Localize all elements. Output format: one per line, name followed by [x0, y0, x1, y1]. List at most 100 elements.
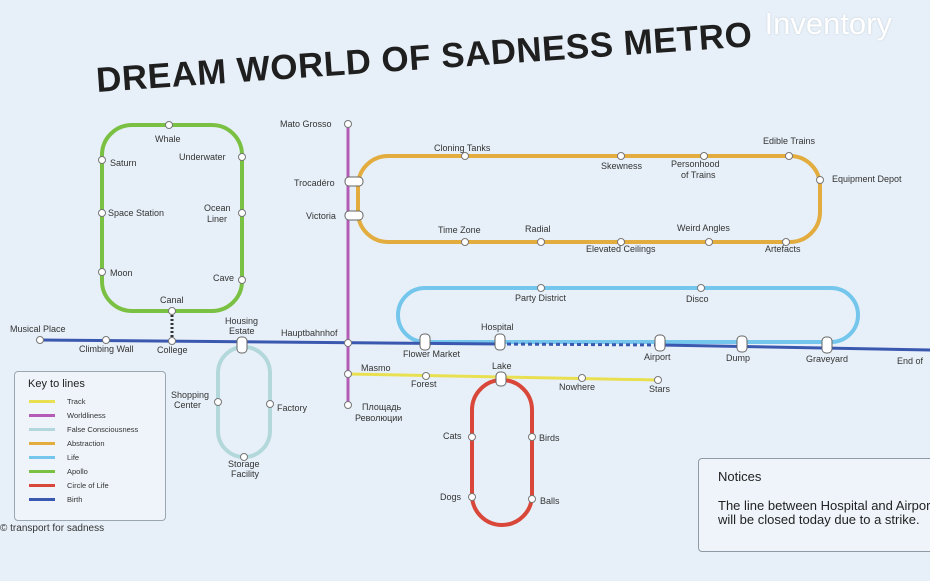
legend-label: Circle of Life — [67, 480, 109, 490]
credit-text: © transport for sadness — [0, 523, 105, 534]
station-time-zone: Time Zone — [438, 225, 481, 235]
station-dogs: Dogs — [440, 492, 462, 502]
station-dot-ocean-liner — [238, 209, 246, 217]
station-dot-storage-facility — [240, 453, 248, 461]
station-skewness: Skewness — [601, 161, 643, 171]
station-dot-college — [168, 337, 176, 345]
station-whale: Whale — [155, 134, 181, 144]
interchange-hospital — [494, 333, 506, 351]
station-dot-elevated-ceilings — [617, 238, 625, 246]
station-radial: Radial — [525, 224, 551, 234]
station-liner: Liner — [207, 214, 227, 224]
station-party-district: Party District — [515, 293, 567, 303]
legend-item-abstraction: Abstraction — [29, 437, 105, 449]
legend-label: Birth — [67, 494, 83, 504]
station-housing: Housing — [225, 316, 258, 326]
legend: Key to lines Track Worldliness False Con… — [14, 371, 166, 521]
map-title: DREAM WORLD OF SADNESS METRO — [95, 15, 754, 100]
station-ocean: Ocean — [204, 203, 231, 213]
station-forest: Forest — [411, 379, 437, 389]
legend-label: Worldliness — [67, 410, 106, 420]
station-dot-equipment-depot — [816, 176, 824, 184]
station-dot-musical-place — [36, 336, 44, 344]
interchange-airport — [654, 334, 666, 352]
legend-label: Track — [67, 396, 86, 406]
station-masmo: Masmo — [361, 363, 391, 373]
station-center: Center — [174, 400, 201, 410]
interchange-victoria — [344, 210, 364, 221]
station-college: College — [157, 345, 188, 355]
station-personhood-line2: of Trains — [681, 170, 716, 180]
legend-swatch — [29, 455, 55, 459]
legend-swatch — [29, 469, 55, 473]
station-elevated-ceilings: Elevated Ceilings — [586, 244, 656, 254]
station-dot-cats — [468, 433, 476, 441]
notices-title: Notices — [718, 469, 762, 484]
station-saturn: Saturn — [110, 158, 137, 168]
station-musical-place: Musical Place — [10, 324, 66, 334]
station-lake: Lake — [492, 361, 512, 371]
station-artefacts: Artefacts — [765, 244, 801, 254]
station-shopping: Shopping — [171, 390, 209, 400]
station-weird-angles: Weird Angles — [677, 223, 730, 233]
station-trocadero: Trocadéro — [294, 178, 335, 188]
station-ploshchad-line2: Революции — [355, 413, 402, 423]
line-birth-closed-section — [499, 342, 661, 347]
station-dot-personhood — [700, 152, 708, 160]
interchange-flower-market — [419, 333, 431, 351]
station-dot-cave — [238, 276, 246, 284]
line-false-consciousness — [216, 345, 272, 459]
station-dot-party-district — [537, 284, 545, 292]
station-cloning-tanks: Cloning Tanks — [434, 143, 491, 153]
station-dot-climbing-wall — [102, 336, 110, 344]
interchange-trocadero — [344, 176, 364, 187]
station-hauptbahnhof: Hauptbahnhof — [281, 328, 338, 338]
legend-swatch — [29, 399, 55, 403]
inventory-label[interactable]: Inventory — [764, 6, 892, 41]
station-estate: Estate — [229, 326, 255, 336]
station-personhood-line1: Personhood — [671, 159, 720, 169]
station-stars: Stars — [649, 384, 671, 394]
legend-swatch — [29, 497, 55, 501]
station-nowhere: Nowhere — [559, 382, 595, 392]
line-circle-of-life — [470, 378, 534, 527]
line-birth-east — [659, 343, 930, 352]
legend-label: Apollo — [67, 466, 88, 476]
station-dot-cloning-tanks — [461, 152, 469, 160]
legend-swatch — [29, 441, 55, 445]
legend-item-track: Track — [29, 395, 85, 407]
station-dot-whale — [165, 121, 173, 129]
legend-swatch — [29, 483, 55, 487]
station-dot-shopping-center — [214, 398, 222, 406]
station-equipment-depot: Equipment Depot — [832, 174, 902, 184]
interchange-graveyard — [821, 336, 833, 354]
station-end-of: End of — [897, 356, 924, 366]
legend-label: Life — [67, 452, 80, 462]
station-canal: Canal — [160, 295, 184, 305]
station-mato-grosso: Mato Grosso — [280, 119, 332, 129]
station-dot-nowhere — [578, 374, 586, 382]
station-dot-forest — [422, 372, 430, 380]
line-abstraction — [356, 154, 822, 244]
legend-label: Abstraction — [67, 438, 105, 448]
station-dot-weird-angles — [705, 238, 713, 246]
legend-swatch — [29, 427, 55, 431]
station-underwater: Underwater — [179, 152, 226, 162]
station-dot-hauptbahnhof — [344, 339, 352, 347]
legend-item-life: Life — [29, 451, 79, 463]
station-dot-birds — [528, 433, 536, 441]
station-moon: Moon — [110, 268, 133, 278]
station-dot-stars — [654, 376, 662, 384]
line-life — [396, 286, 860, 344]
station-space-station: Space Station — [108, 208, 164, 218]
legend-item-false-consciousness: False Consciousness — [29, 423, 138, 435]
station-facility: Facility — [231, 469, 260, 479]
station-climbing-wall: Climbing Wall — [79, 344, 134, 354]
legend-item-circle-of-life: Circle of Life — [29, 479, 109, 491]
station-ploshchad-line1: Площадь — [362, 402, 401, 412]
notices-text: The line between Hospital and Airport wi… — [718, 498, 930, 527]
station-dot-space-station — [98, 209, 106, 217]
station-birds: Birds — [539, 433, 560, 443]
